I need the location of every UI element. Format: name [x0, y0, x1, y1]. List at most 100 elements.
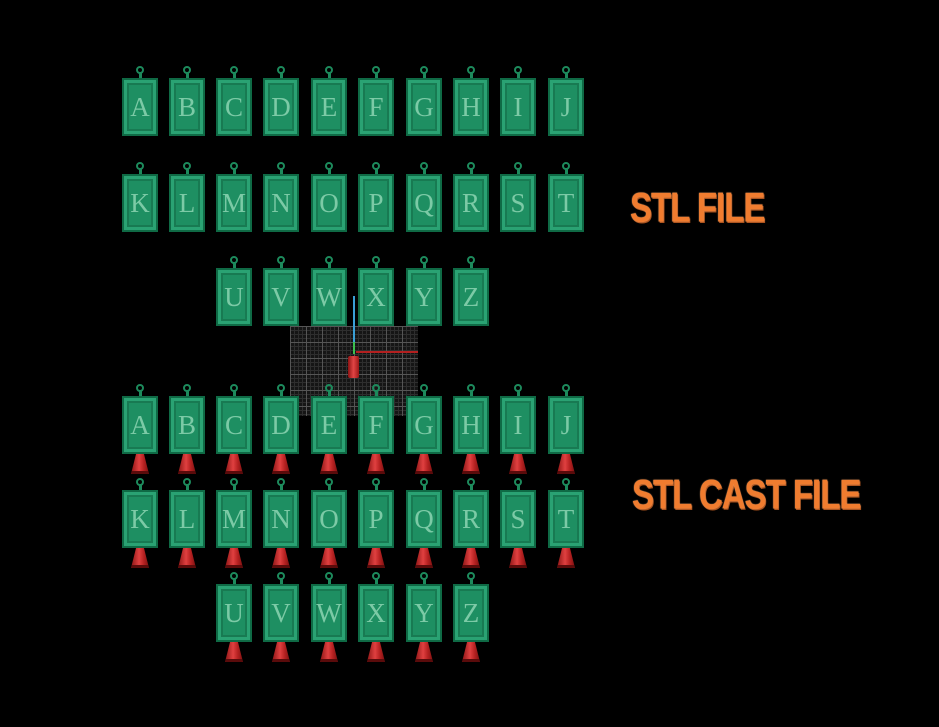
stl-pendant-b[interactable]: B	[169, 66, 205, 136]
pendant-tile: P	[358, 490, 394, 548]
pendant-letter: Q	[414, 187, 434, 218]
stl-pendant-x[interactable]: X	[358, 256, 394, 326]
pendant-letter: F	[368, 91, 384, 122]
stl-pendant-s[interactable]: S	[500, 162, 536, 232]
casting-sprue-icon	[272, 548, 290, 568]
cast-pendant-t[interactable]: T	[548, 478, 584, 568]
pendant-tile: M	[216, 490, 252, 548]
cast-pendant-i[interactable]: I	[500, 384, 536, 474]
cast-pendant-r[interactable]: R	[453, 478, 489, 568]
bail-stem	[328, 73, 331, 79]
pendant-tile: Q	[406, 490, 442, 548]
pendant-tile: I	[500, 396, 536, 454]
stl-pendant-t[interactable]: T	[548, 162, 584, 232]
stl-pendant-n[interactable]: N	[263, 162, 299, 232]
pendant-letter: W	[316, 597, 342, 628]
pendant-tile: N	[263, 490, 299, 548]
pendant-letter: Y	[414, 281, 434, 312]
cast-pendant-p[interactable]: P	[358, 478, 394, 568]
cast-pendant-c[interactable]: C	[216, 384, 252, 474]
origin-gizmo-icon[interactable]	[348, 356, 359, 378]
cast-pendant-z[interactable]: Z	[453, 572, 489, 662]
pendant-tile: W	[311, 268, 347, 326]
cast-pendant-d[interactable]: D	[263, 384, 299, 474]
bail-stem	[565, 73, 568, 79]
bail-stem	[186, 391, 189, 397]
stl-pendant-h[interactable]: H	[453, 66, 489, 136]
y-axis-line	[353, 342, 355, 354]
cast-pendant-j[interactable]: J	[548, 384, 584, 474]
cast-pendant-v[interactable]: V	[263, 572, 299, 662]
pendant-letter: A	[130, 91, 150, 122]
pendant-tile: B	[169, 78, 205, 136]
pendant-letter: N	[271, 503, 291, 534]
stl-pendant-e[interactable]: E	[311, 66, 347, 136]
pendant-tile: F	[358, 396, 394, 454]
pendant-letter: N	[271, 187, 291, 218]
cast-pendant-f[interactable]: F	[358, 384, 394, 474]
cast-pendant-m[interactable]: M	[216, 478, 252, 568]
cast-pendant-o[interactable]: O	[311, 478, 347, 568]
stl-pendant-a[interactable]: A	[122, 66, 158, 136]
cast-pendant-k[interactable]: K	[122, 478, 158, 568]
cast-pendant-e[interactable]: E	[311, 384, 347, 474]
cast-pendant-g[interactable]: G	[406, 384, 442, 474]
stl-pendant-d[interactable]: D	[263, 66, 299, 136]
stl-pendant-q[interactable]: Q	[406, 162, 442, 232]
bail-stem	[375, 485, 378, 491]
stl-cast-file-label: STL CAST FILE	[632, 471, 861, 518]
cast-pendant-n[interactable]: N	[263, 478, 299, 568]
casting-sprue-icon	[225, 548, 243, 568]
stl-pendant-g[interactable]: G	[406, 66, 442, 136]
pendant-letter: R	[461, 503, 480, 534]
pendant-letter: J	[560, 91, 572, 122]
stl-pendant-z[interactable]: Z	[453, 256, 489, 326]
cast-pendant-s[interactable]: S	[500, 478, 536, 568]
cast-pendant-h[interactable]: H	[453, 384, 489, 474]
bail-stem	[375, 579, 378, 585]
cast-pendant-b[interactable]: B	[169, 384, 205, 474]
bail-stem	[423, 73, 426, 79]
cast-pendant-q[interactable]: Q	[406, 478, 442, 568]
bail-stem	[517, 73, 520, 79]
pendant-tile: B	[169, 396, 205, 454]
cast-pendant-a[interactable]: A	[122, 384, 158, 474]
pendant-letter: X	[366, 281, 386, 312]
cast-pendant-l[interactable]: L	[169, 478, 205, 568]
bail-stem	[280, 263, 283, 269]
stl-pendant-k[interactable]: K	[122, 162, 158, 232]
stl-pendant-y[interactable]: Y	[406, 256, 442, 326]
stl-pendant-m[interactable]: M	[216, 162, 252, 232]
stl-pendant-p[interactable]: P	[358, 162, 394, 232]
pendant-tile: R	[453, 490, 489, 548]
stl-pendant-i[interactable]: I	[500, 66, 536, 136]
z-axis-line	[353, 296, 355, 354]
bail-stem	[517, 169, 520, 175]
bail-stem	[186, 485, 189, 491]
pendant-letter: P	[368, 187, 384, 218]
bail-stem	[186, 73, 189, 79]
stl-pendant-l[interactable]: L	[169, 162, 205, 232]
bail-stem	[565, 169, 568, 175]
cast-pendant-y[interactable]: Y	[406, 572, 442, 662]
stl-pendant-v[interactable]: V	[263, 256, 299, 326]
pendant-letter: B	[177, 409, 196, 440]
pendant-letter: O	[319, 503, 339, 534]
bail-stem	[375, 169, 378, 175]
stl-pendant-c[interactable]: C	[216, 66, 252, 136]
stl-pendant-u[interactable]: U	[216, 256, 252, 326]
pendant-tile: H	[453, 78, 489, 136]
cast-pendant-x[interactable]: X	[358, 572, 394, 662]
cast-pendant-u[interactable]: U	[216, 572, 252, 662]
bail-stem	[328, 169, 331, 175]
pendant-letter: O	[319, 187, 339, 218]
stl-pendant-r[interactable]: R	[453, 162, 489, 232]
stl-pendant-w[interactable]: W	[311, 256, 347, 326]
stl-pendant-o[interactable]: O	[311, 162, 347, 232]
pendant-letter: B	[177, 91, 196, 122]
stl-pendant-j[interactable]: J	[548, 66, 584, 136]
cast-pendant-w[interactable]: W	[311, 572, 347, 662]
stl-pendant-f[interactable]: F	[358, 66, 394, 136]
pendant-letter: H	[461, 91, 481, 122]
